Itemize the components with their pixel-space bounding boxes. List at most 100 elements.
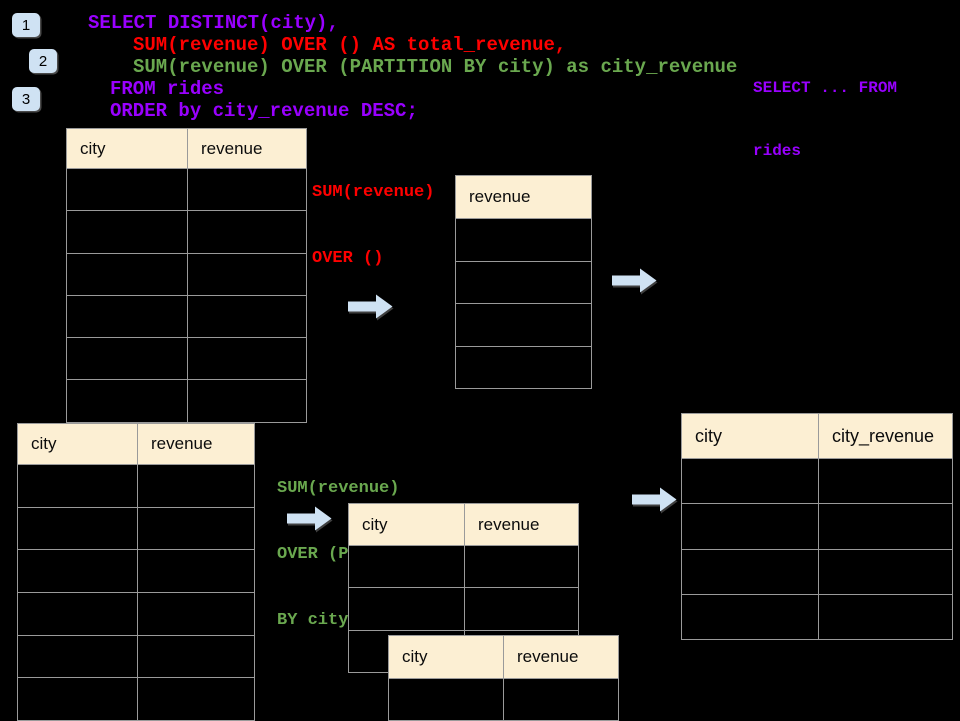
label-line: SUM(revenue) (312, 183, 435, 202)
table-cell (67, 380, 187, 421)
table-row (682, 593, 952, 640)
table-cell (818, 594, 952, 640)
table-cell (818, 504, 952, 549)
table-cell (682, 550, 818, 594)
table-header-row: city revenue (67, 129, 306, 168)
table-cell (137, 635, 254, 678)
column-header-revenue: revenue (464, 504, 578, 545)
table-cell (349, 546, 464, 587)
sql-line-order-by: ORDER by city_revenue DESC; (110, 100, 418, 122)
table-row (18, 634, 254, 678)
table-row (456, 260, 591, 304)
table-row (67, 337, 306, 380)
note-line: rides (753, 142, 802, 160)
source-table-top: city revenue (66, 128, 307, 423)
table-cell (187, 380, 306, 422)
column-header-revenue: revenue (187, 129, 306, 168)
label-line: OVER () (312, 249, 384, 268)
table-cell (682, 595, 818, 639)
table-cell (682, 459, 818, 503)
table-cell (464, 588, 578, 630)
select-from-rides-note: SELECT ... FROM rides (753, 36, 897, 183)
table-row (18, 592, 254, 635)
column-header-city: city (362, 514, 388, 534)
table-cell (456, 304, 591, 346)
table-cell (187, 295, 306, 338)
table-row (682, 503, 952, 549)
table-cell (187, 169, 306, 211)
step-badge-2: 2 (29, 49, 57, 73)
table-cell (67, 338, 187, 379)
table-cell (187, 211, 306, 253)
table-cell (682, 504, 818, 548)
table-row (456, 303, 591, 346)
table-cell (818, 549, 952, 594)
table-cell (187, 338, 306, 380)
label-line: SUM(revenue) (277, 479, 400, 498)
table-row (682, 458, 952, 504)
column-header-revenue: revenue (503, 636, 618, 678)
sql-code-block: SELECT DISTINCT(city), SUM(revenue) OVER… (0, 12, 737, 122)
table-row (18, 506, 254, 550)
table-cell (18, 678, 137, 720)
table-row (67, 252, 306, 295)
total-revenue-table: revenue (455, 175, 592, 389)
table-cell (137, 550, 254, 593)
table-cell (187, 253, 306, 295)
table-header-row: revenue (456, 176, 591, 218)
sql-line-select: SELECT DISTINCT(city), (88, 12, 339, 34)
table-cell (349, 588, 464, 629)
table-row (67, 210, 306, 253)
arrow-right-icon (612, 268, 657, 293)
table-row (349, 587, 578, 630)
step-badge-3: 3 (12, 87, 40, 111)
table-row (18, 677, 254, 721)
city-revenue-result-table: city city_revenue (681, 413, 953, 641)
table-row (67, 294, 306, 338)
table-cell (67, 254, 187, 295)
arrow-right-icon (287, 506, 332, 531)
table-cell (18, 465, 137, 507)
column-header-revenue: revenue (469, 187, 531, 206)
table-cell (137, 593, 254, 635)
table-cell (503, 679, 618, 720)
table-row (456, 345, 591, 389)
table-cell (456, 262, 591, 304)
table-row (67, 168, 306, 211)
table-row (349, 545, 578, 588)
sql-line-from: FROM rides (110, 78, 225, 100)
table-cell (464, 546, 578, 588)
note-line: SELECT ... FROM (753, 79, 898, 97)
column-header-city: city (31, 434, 57, 453)
table-row (18, 464, 254, 507)
table-cell (67, 169, 187, 210)
column-header-city: city (695, 425, 722, 446)
table-row (682, 548, 952, 594)
column-header-city: city (80, 138, 106, 158)
table-cell (818, 459, 952, 504)
table-cell (389, 679, 503, 720)
table-cell (18, 593, 137, 635)
step-badge-1: 1 (12, 13, 40, 37)
table-cell (137, 507, 254, 550)
column-header-city: city (402, 647, 428, 666)
table-cell (18, 508, 137, 550)
table-cell (137, 465, 254, 507)
sum-over-label: SUM(revenue) OVER () (312, 138, 434, 292)
table-cell (18, 636, 137, 678)
source-table-bottom: city revenue (17, 423, 255, 721)
arrow-right-icon (632, 487, 677, 512)
table-cell (456, 347, 591, 389)
arrow-right-icon (348, 294, 393, 319)
table-row (456, 218, 591, 261)
sql-line-city-revenue: SUM(revenue) OVER (PARTITION BY city) as… (133, 56, 738, 78)
partition-table-overlap: city revenue (388, 635, 619, 721)
table-header-row: city revenue (389, 636, 618, 678)
table-cell (456, 219, 591, 261)
label-line: BY city) (277, 611, 359, 630)
table-row (18, 549, 254, 593)
table-cell (137, 678, 254, 721)
column-header-city-revenue: city_revenue (818, 414, 952, 458)
table-row (67, 379, 306, 422)
